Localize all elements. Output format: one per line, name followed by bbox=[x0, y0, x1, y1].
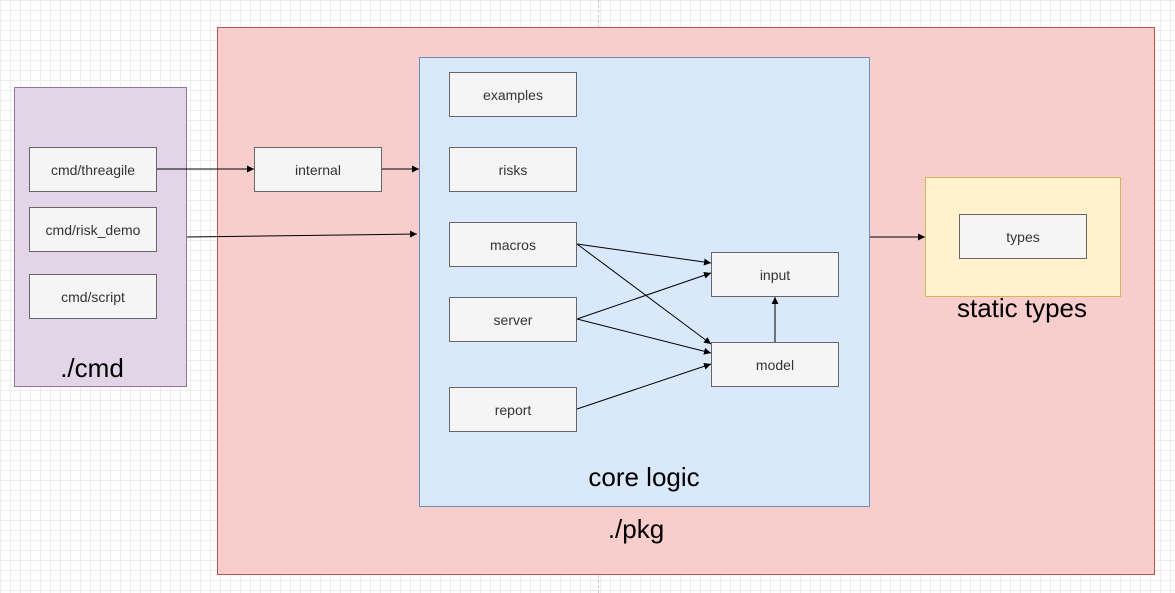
node-macros[interactable]: macros bbox=[449, 222, 577, 267]
group-pkg-label: ./pkg bbox=[607, 514, 665, 544]
node-types[interactable]: types bbox=[959, 214, 1087, 259]
group-core-logic-label: core logic bbox=[588, 462, 700, 492]
group-cmd-label: ./cmd bbox=[60, 353, 124, 383]
node-server[interactable]: server bbox=[449, 297, 577, 342]
node-report[interactable]: report bbox=[449, 387, 577, 432]
node-cmd-threagile[interactable]: cmd/threagile bbox=[29, 147, 157, 192]
group-static-types-label: static types bbox=[956, 293, 1088, 323]
node-examples[interactable]: examples bbox=[449, 72, 577, 117]
node-cmd-risk-demo[interactable]: cmd/risk_demo bbox=[29, 207, 157, 252]
node-risks[interactable]: risks bbox=[449, 147, 577, 192]
node-cmd-script[interactable]: cmd/script bbox=[29, 274, 157, 319]
node-model[interactable]: model bbox=[711, 342, 839, 387]
node-input[interactable]: input bbox=[711, 252, 839, 297]
node-internal[interactable]: internal bbox=[254, 147, 382, 192]
